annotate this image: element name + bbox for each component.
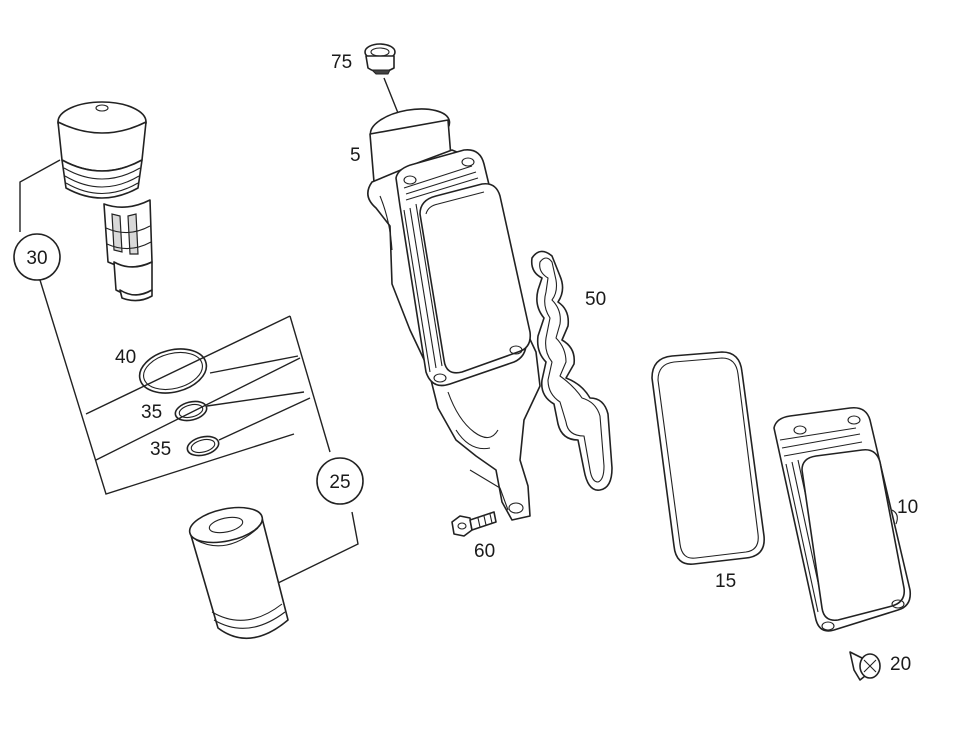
seal-15-part[interactable] bbox=[651, 351, 765, 565]
o-ring-40[interactable] bbox=[135, 342, 211, 399]
label-35-lower: 35 bbox=[150, 439, 171, 460]
label-15: 15 bbox=[715, 571, 736, 592]
label-20: 20 bbox=[890, 654, 911, 675]
label-30: 30 bbox=[26, 248, 47, 269]
filter-element-part[interactable] bbox=[186, 502, 289, 640]
label-5: 5 bbox=[350, 145, 361, 166]
o-ring-35-lower[interactable] bbox=[185, 433, 220, 458]
plug-part[interactable] bbox=[364, 43, 396, 75]
label-40: 40 bbox=[115, 347, 136, 368]
oil-filter-housing-part[interactable] bbox=[367, 103, 541, 521]
bolt-60-part[interactable] bbox=[451, 511, 497, 537]
callout-30: 30 bbox=[13, 233, 61, 281]
label-75: 75 bbox=[331, 52, 352, 73]
gasket-50-part[interactable] bbox=[530, 250, 613, 491]
o-ring-35-upper[interactable] bbox=[173, 398, 208, 423]
label-50: 50 bbox=[585, 289, 606, 310]
label-60: 60 bbox=[474, 541, 495, 562]
oil-cooler-part[interactable] bbox=[773, 406, 912, 632]
label-25: 25 bbox=[329, 472, 350, 493]
label-10: 10 bbox=[897, 497, 918, 518]
callout-25: 25 bbox=[316, 457, 364, 505]
filter-cap-part[interactable] bbox=[57, 101, 153, 302]
screw-20-part[interactable] bbox=[849, 651, 881, 681]
label-35-upper: 35 bbox=[141, 402, 162, 423]
